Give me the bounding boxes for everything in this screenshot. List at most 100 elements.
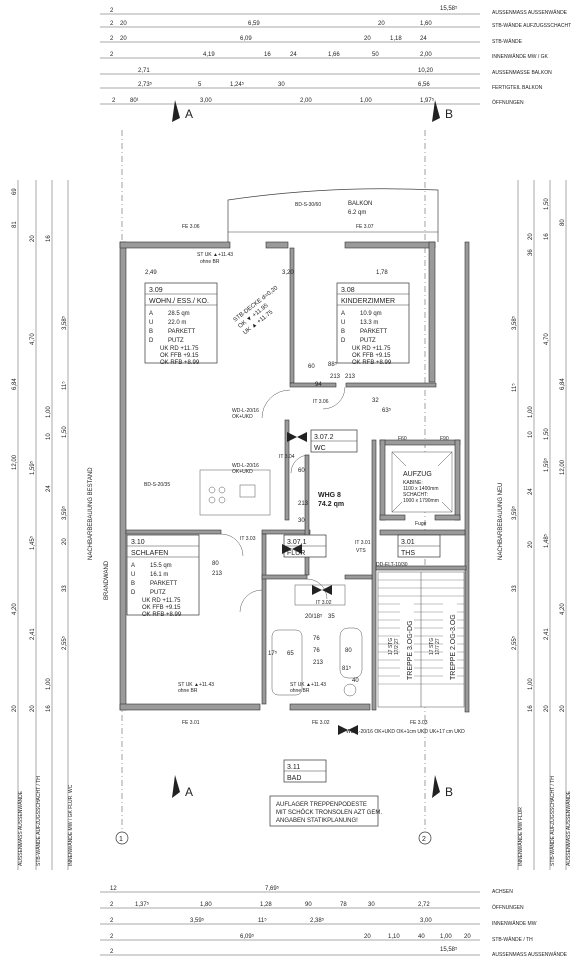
room-ceiling: PUTZ — [168, 338, 184, 344]
svg-text:80: 80 — [560, 219, 566, 226]
room-level: UK RD +11.75 — [160, 346, 199, 352]
balcony-area: 6.2 qm — [348, 210, 366, 216]
svg-text:11⁵: 11⁵ — [258, 917, 267, 924]
svg-text:3,59⁵: 3,59⁵ — [511, 505, 518, 520]
room-level: OK RFB +8.99 — [352, 360, 392, 366]
svg-text:20: 20 — [30, 705, 36, 712]
svg-text:17⁵: 17⁵ — [268, 650, 278, 657]
room-level: UK RD +11.75 — [352, 346, 391, 352]
svg-text:15,58⁵: 15,58⁵ — [440, 946, 458, 953]
svg-text:20: 20 — [12, 705, 18, 712]
svg-text:ANGABEN STATIKPLANUNG!: ANGABEN STATIKPLANUNG! — [276, 818, 358, 824]
door-arrow-icon — [312, 585, 332, 595]
svg-text:16: 16 — [544, 233, 550, 240]
room-name: FLUR — [287, 550, 305, 557]
svg-text:10: 10 — [46, 433, 52, 440]
svg-text:Fuge: Fuge — [415, 521, 427, 527]
room-ceiling: PUTZ — [150, 590, 166, 596]
svg-text:90: 90 — [305, 902, 312, 908]
svg-text:2,55⁵: 2,55⁵ — [61, 635, 68, 650]
inner-dim: 3,20 — [282, 270, 294, 276]
room-level: OK FFB +9.15 — [142, 605, 181, 611]
elevator-spec: 1100 x 1400mm — [403, 486, 438, 492]
structural-note: AUFLAGER TREPPENPODESTE MIT SCHÖCK TRONS… — [269, 795, 382, 827]
svg-text:20: 20 — [528, 541, 534, 548]
svg-text:F90: F90 — [440, 436, 449, 442]
svg-text:36: 36 — [528, 249, 534, 256]
svg-text:20/18⁵: 20/18⁵ — [305, 613, 323, 620]
svg-text:94: 94 — [315, 382, 322, 388]
top-dim: 2,00 — [300, 98, 312, 104]
svg-text:20: 20 — [560, 705, 566, 712]
axis-1-label: 1 — [119, 836, 123, 843]
top-dim: 20 — [364, 36, 371, 42]
room-3.10: 3.10 SCHLAFEN A 15.5 qm U 16.1 m B PARKE… — [126, 534, 200, 618]
svg-text:6,09⁵: 6,09⁵ — [240, 933, 255, 940]
svg-text:12,00: 12,00 — [12, 454, 18, 470]
top-dim: 2 — [112, 98, 116, 104]
svg-text:12: 12 — [110, 886, 117, 892]
svg-text:6,84: 6,84 — [560, 378, 566, 390]
room-key: A — [341, 311, 345, 317]
svg-text:2: 2 — [110, 949, 114, 955]
kitchen-counter — [199, 469, 271, 516]
neighbour-left-label: NACHBARBEBAUUNG BESTAND — [88, 467, 94, 560]
top-dim: 6,59 — [248, 21, 260, 27]
room-number: 3.10 — [131, 539, 145, 546]
top-dim: 50 — [372, 52, 379, 58]
room-name: BAD — [287, 775, 301, 782]
svg-text:3,59⁵: 3,59⁵ — [61, 505, 68, 520]
room-key: B — [149, 329, 153, 335]
svg-text:7,69⁵: 7,69⁵ — [265, 885, 280, 892]
svg-text:FE 3.03: FE 3.03 — [410, 720, 428, 726]
svg-text:AUFLAGER TREPPENPODESTE: AUFLAGER TREPPENPODESTE — [276, 802, 367, 808]
room-level: OK FFB +9.15 — [352, 353, 391, 359]
stair-steps: 17 STG — [388, 638, 394, 655]
room-area: 10.9 qm — [360, 311, 382, 317]
top-dim: 6,09 — [240, 36, 252, 42]
svg-text:16: 16 — [46, 705, 52, 712]
room-key: U — [341, 320, 345, 326]
svg-text:69: 69 — [12, 188, 18, 195]
top-dim: 5 — [198, 82, 202, 88]
room-name: WC — [314, 445, 326, 452]
svg-text:1,59⁵: 1,59⁵ — [29, 460, 36, 475]
svg-text:81⁵: 81⁵ — [342, 665, 352, 672]
stair-label: TREPPE 3.OG-DG — [407, 620, 414, 680]
svg-text:4,70: 4,70 — [544, 333, 550, 345]
dim-label: ÖFFNUNGEN — [492, 99, 524, 106]
elevator-spec: KABINE: — [403, 480, 423, 486]
section-arrow-icon — [172, 775, 180, 798]
elevator-spec: 1000 x 1790mm — [403, 498, 439, 504]
top-dim: 80¹ — [130, 98, 139, 104]
room-number: 3.08 — [341, 287, 355, 294]
svg-text:IT 3.01: IT 3.01 — [355, 540, 371, 546]
top-dim: 6,56 — [418, 82, 430, 88]
svg-text:STB-WÄNDE AUFZUGSSCHACHT / TH: STB-WÄNDE AUFZUGSSCHACHT / TH — [549, 776, 556, 866]
room-name: KINDERZIMMER — [341, 298, 395, 305]
svg-text:20: 20 — [30, 235, 36, 242]
svg-text:213: 213 — [313, 660, 324, 666]
stair-steps: 17 STG — [429, 638, 435, 655]
svg-text:ST UK ▲+11.43: ST UK ▲+11.43 — [178, 682, 214, 688]
st-uk-label: ST UK ▲+11.43 — [197, 252, 233, 258]
room-floor: PARKETT — [150, 581, 178, 587]
svg-text:40: 40 — [418, 934, 425, 940]
apartment-label: WHG 8 — [318, 492, 341, 499]
stairs: TREPPE 3.OG-DG TREPPE 2.OG-3.OG 17 STG 1… — [377, 571, 465, 708]
top-dim: 10,20 — [418, 68, 434, 74]
balcony-bd: BD-S-30/60 — [295, 202, 321, 208]
top-dim: 16 — [264, 52, 271, 58]
svg-text:1,50: 1,50 — [544, 198, 550, 210]
svg-text:3,00: 3,00 — [420, 918, 432, 924]
dim-label: INNENWÄNDE MW / GK — [492, 53, 548, 60]
top-dim: 30 — [278, 82, 285, 88]
svg-text:ohne BR: ohne BR — [290, 688, 310, 694]
balcony-name: BALKON — [348, 201, 372, 207]
door-symbols — [220, 386, 346, 613]
firewall-label: BRANDWAND — [104, 560, 110, 600]
svg-text:35: 35 — [328, 614, 335, 620]
room-key: B — [131, 581, 135, 587]
room-number: 3.07.1 — [287, 539, 307, 546]
top-dim: 2,71 — [138, 68, 150, 74]
